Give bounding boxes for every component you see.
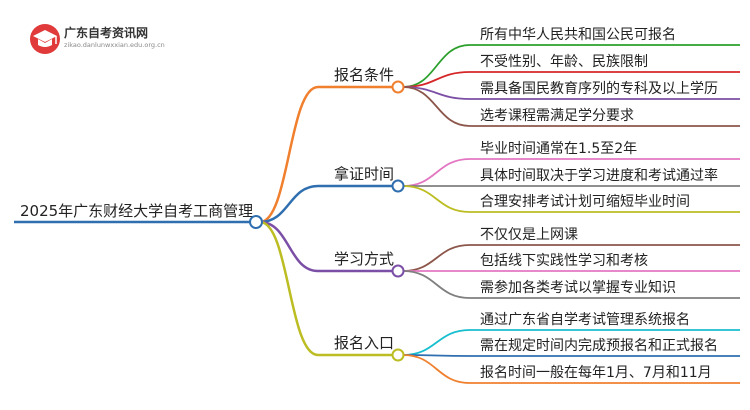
- leaf-label: 不仅仅是上网课: [480, 227, 578, 243]
- branch-toggle-circle[interactable]: [391, 264, 405, 278]
- leaf-label: 需具备国民教育序列的专科及以上学历: [480, 80, 718, 97]
- leaf-label: 选考课程需满足学分要求: [480, 108, 634, 124]
- root-branch-connector: [259, 220, 319, 357]
- branch-label: 报名条件: [334, 66, 394, 84]
- root-toggle-circle[interactable]: [249, 215, 263, 229]
- logo-title: 广东自考资讯网: [64, 26, 149, 40]
- root-branch-connector: [259, 184, 319, 224]
- root-node-label: 2025年广东财经大学自考工商管理: [20, 202, 253, 220]
- branch-toggle-circle[interactable]: [391, 348, 405, 362]
- branch-label: 拿证时间: [334, 165, 394, 183]
- leaf-label: 包括线下实践性学习和考核: [480, 253, 648, 269]
- leaf-label: 通过广东省自学考试管理系统报名: [480, 312, 690, 328]
- branch-leaf-connector: [402, 44, 471, 88]
- leaf-label: 报名时间一般在每年1月、7月和11月: [480, 365, 712, 381]
- branch-label: 学习方式: [334, 250, 394, 268]
- site-logo: 广东自考资讯网 zikao.danlunwxxian.edu.org.cn: [28, 22, 248, 62]
- branch-toggle-circle[interactable]: [391, 80, 405, 94]
- graduation-cap-icon: [30, 24, 60, 54]
- branch-leaf-connector: [402, 329, 471, 356]
- leaf-label: 不受性别、年龄、民族限制: [480, 54, 648, 70]
- leaf-label: 合理安排考试计划可缩短毕业时间: [480, 194, 690, 210]
- branch-leaf-connector: [402, 158, 471, 187]
- logo-subtitle: zikao.danlunwxxian.edu.org.cn: [64, 41, 165, 49]
- branch-leaf-connector: [402, 185, 471, 213]
- branch-toggle-circle[interactable]: [391, 179, 405, 193]
- branch-label: 报名入口: [334, 334, 394, 352]
- root-branch-connector: [259, 85, 319, 224]
- root-branch-connector: [259, 220, 319, 273]
- branch-leaf-connector: [402, 86, 471, 127]
- branch-leaf-connector: [402, 270, 471, 299]
- leaf-label: 具体时间取决于学习进度和考试通过率: [480, 167, 718, 184]
- leaf-label: 需参加各类考试以掌握专业知识: [480, 279, 676, 296]
- branch-leaf-connector: [402, 244, 471, 272]
- branch-leaf-connector: [402, 354, 471, 384]
- leaf-label: 需在规定时间内完成预报名和正式报名: [480, 338, 718, 354]
- leaf-label: 毕业时间通常在1.5至2年: [480, 141, 637, 157]
- leaf-label: 所有中华人民共和国公民可报名: [480, 27, 676, 43]
